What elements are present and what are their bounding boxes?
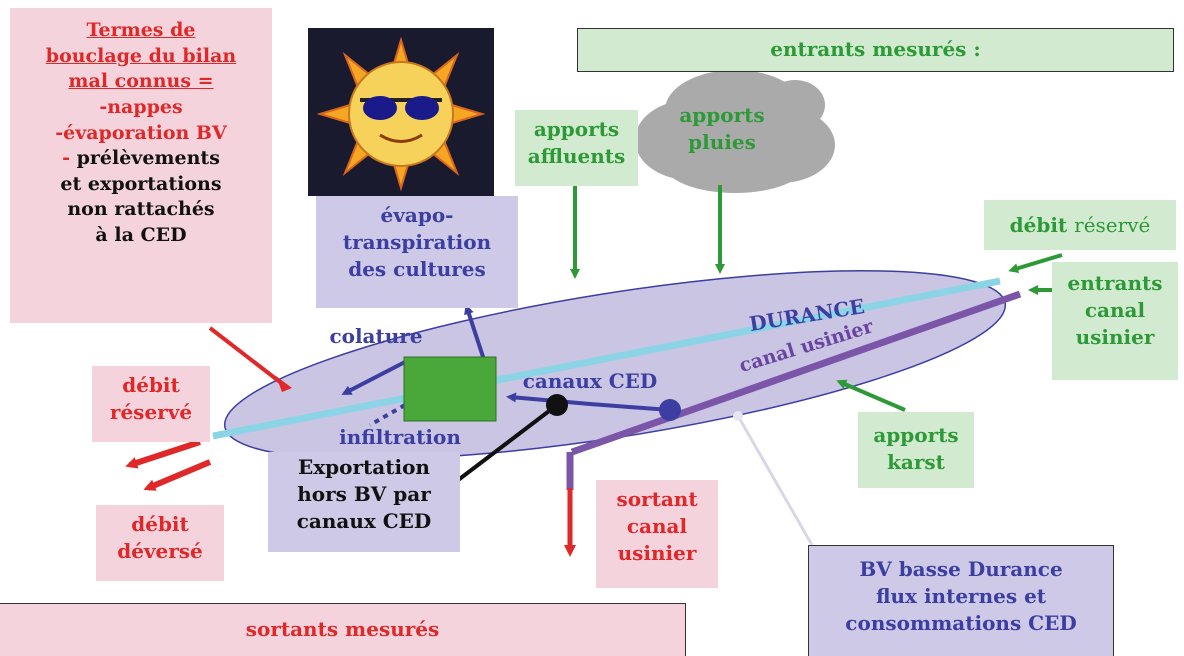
durance-river xyxy=(212,277,1001,440)
infiltration-label: infiltration xyxy=(339,425,461,449)
colature-label: colature xyxy=(329,324,423,348)
cloud-icon xyxy=(635,70,835,193)
arrow-exportation xyxy=(441,403,559,493)
canaux-ced-label: canaux CED xyxy=(522,369,658,393)
ced-node-right xyxy=(659,399,681,421)
entrants-mesures-header: entrants mesurés : xyxy=(577,28,1174,72)
arrow-infiltration xyxy=(369,403,406,427)
export-node xyxy=(546,394,568,416)
termes-line-8: non rattachés xyxy=(67,198,215,221)
apports-pluies-label: apports pluies xyxy=(679,103,765,154)
sortants-mesures-header: sortants mesurés xyxy=(0,603,686,656)
termes-line-7: et exportations xyxy=(60,172,222,195)
debit-reserve-in-box: débit réservé xyxy=(984,200,1176,250)
termes-line-4: -nappes xyxy=(99,95,183,118)
arrow-debit-reserve-in xyxy=(1008,253,1063,274)
arrow-colature xyxy=(341,360,406,395)
entrants-canal-box: entrants canal usinier xyxy=(1052,262,1178,380)
arrow-termes-tip xyxy=(276,376,292,392)
arrow-debit-deverse xyxy=(143,459,212,491)
debit-deverse-box: débit déversé xyxy=(96,505,224,581)
evapotranspiration-box: évapo- transpiration des cultures xyxy=(316,196,518,308)
bv-connector xyxy=(736,415,814,546)
arrow-termes xyxy=(208,326,282,384)
termes-line-2: bouclage du bilan xyxy=(45,44,237,67)
termes-bouclage-box: Termes de bouclage du bilan mal connus =… xyxy=(10,8,272,323)
canal-usinier-line xyxy=(570,290,1022,456)
bv-basse-durance-box: BV basse Durance flux internes et consom… xyxy=(808,545,1114,656)
termes-line-3: mal connus = xyxy=(68,70,214,93)
sortant-canal-box: sortant canal usinier xyxy=(596,480,718,588)
termes-line-9: à la CED xyxy=(95,224,187,247)
termes-line-1: Termes de xyxy=(86,19,196,41)
cultures-square xyxy=(403,356,497,422)
ced-network xyxy=(506,392,671,412)
exportation-box: Exportation hors BV par canaux CED xyxy=(268,452,460,552)
termes-line-6: - prélèvements xyxy=(62,147,220,170)
arrow-apports-karst xyxy=(836,379,906,412)
apports-karst-box: apports karst xyxy=(858,412,974,488)
apports-affluents-box: apports affluents xyxy=(515,110,638,186)
termes-line-5: -évaporation BV xyxy=(55,121,227,144)
bv-connector-dot xyxy=(733,411,743,421)
debit-reserve-out-box: débit réservé xyxy=(92,366,210,442)
arrow-debit-reserve-out xyxy=(125,439,201,469)
sun-icon xyxy=(308,28,494,196)
